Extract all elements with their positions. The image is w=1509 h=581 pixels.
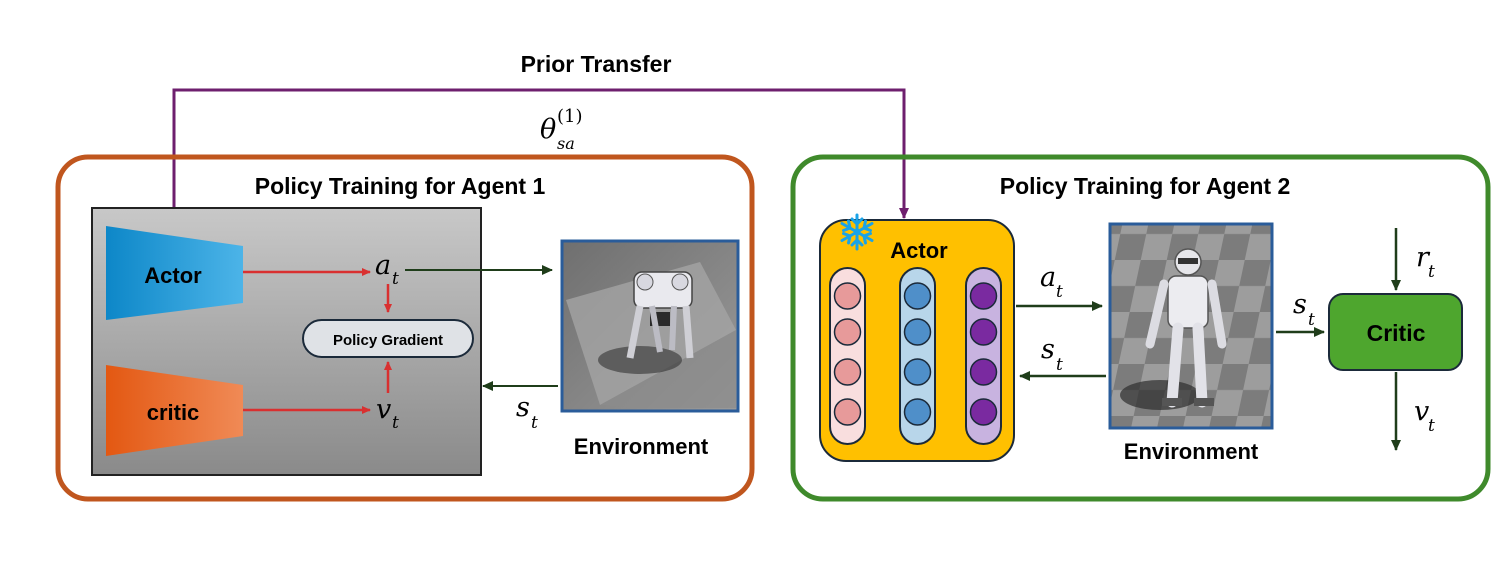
agent2-network-nodes [833, 282, 998, 426]
svg-text:v: v [1414, 396, 1429, 427]
network-node-3-3 [969, 358, 998, 386]
network-node-3-2 [969, 318, 998, 346]
agent1-v-t-label: v t [376, 394, 399, 433]
agent2-s-t-out-label: s t [1293, 289, 1315, 330]
agent1-critic-label: critic [147, 400, 200, 425]
agent1-s-t-label: s t [516, 392, 538, 433]
svg-text:a: a [375, 250, 391, 281]
network-node-3-1 [969, 282, 998, 310]
svg-text:s: s [1293, 289, 1307, 320]
agent2-r-t-label: r t [1416, 242, 1435, 282]
agent1-frame [55, 154, 755, 502]
prior-transfer-title: Prior Transfer [521, 51, 672, 77]
svg-text:a: a [1040, 262, 1056, 293]
agent2-critic-label: Critic [1367, 320, 1426, 346]
svg-text:r: r [1416, 242, 1431, 273]
snowflake-icon [840, 213, 874, 251]
svg-text:s: s [516, 392, 530, 423]
agent1-critic-block [106, 365, 243, 456]
agent2-actor-label: Actor [890, 238, 948, 263]
agent2-critic-block [1328, 293, 1463, 371]
network-node-1-4 [833, 398, 862, 426]
agent1-environment-image [560, 239, 740, 413]
agent2-frame [790, 154, 1491, 502]
agent2-column-2 [899, 267, 936, 445]
prior-transfer-line [172, 88, 909, 219]
network-node-2-2 [903, 318, 932, 346]
network-node-1-3 [833, 358, 862, 386]
svg-text:t: t [1056, 282, 1063, 302]
svg-text:θ: θ [540, 114, 556, 145]
agent2-environment-label: Environment [1124, 439, 1259, 464]
agent2-v-t-label: v t [1414, 396, 1435, 436]
svg-text:t: t [531, 413, 538, 433]
svg-text:t: t [1056, 355, 1063, 375]
agent1-environment-label: Environment [574, 434, 709, 459]
svg-text:t: t [392, 269, 399, 289]
agent1-a-t-label: a t [375, 250, 399, 289]
agent2-a-t-label: a t [1040, 262, 1063, 302]
theta-label: θ sa (1) [540, 106, 583, 153]
svg-text:t: t [1308, 310, 1315, 330]
network-node-2-3 [903, 358, 932, 386]
agent1-actor-label: Actor [144, 263, 202, 288]
network-node-2-4 [903, 398, 932, 426]
agent2-column-1 [829, 267, 866, 445]
network-node-3-4 [969, 398, 998, 426]
network-node-1-1 [833, 282, 862, 310]
agent1-policy-gradient-node [302, 319, 474, 358]
agent1-policy-gradient-label: Policy Gradient [333, 332, 443, 349]
network-node-2-1 [903, 282, 932, 310]
agent2-environment-image [1108, 222, 1274, 430]
svg-text:s: s [1041, 334, 1055, 365]
svg-text:v: v [376, 394, 391, 425]
svg-text:t: t [392, 413, 399, 433]
agent2-s-t-in-label: s t [1041, 334, 1063, 375]
agent1-title: Policy Training for Agent 1 [255, 173, 546, 199]
svg-text:t: t [1428, 416, 1435, 436]
agent2-title: Policy Training for Agent 2 [1000, 173, 1291, 199]
network-node-1-2 [833, 318, 862, 346]
svg-text:t: t [1428, 262, 1435, 282]
svg-text:(1): (1) [557, 106, 583, 127]
agent2-column-3 [965, 267, 1002, 445]
svg-text:sa: sa [557, 134, 575, 153]
agent1-actor-block [106, 226, 243, 320]
